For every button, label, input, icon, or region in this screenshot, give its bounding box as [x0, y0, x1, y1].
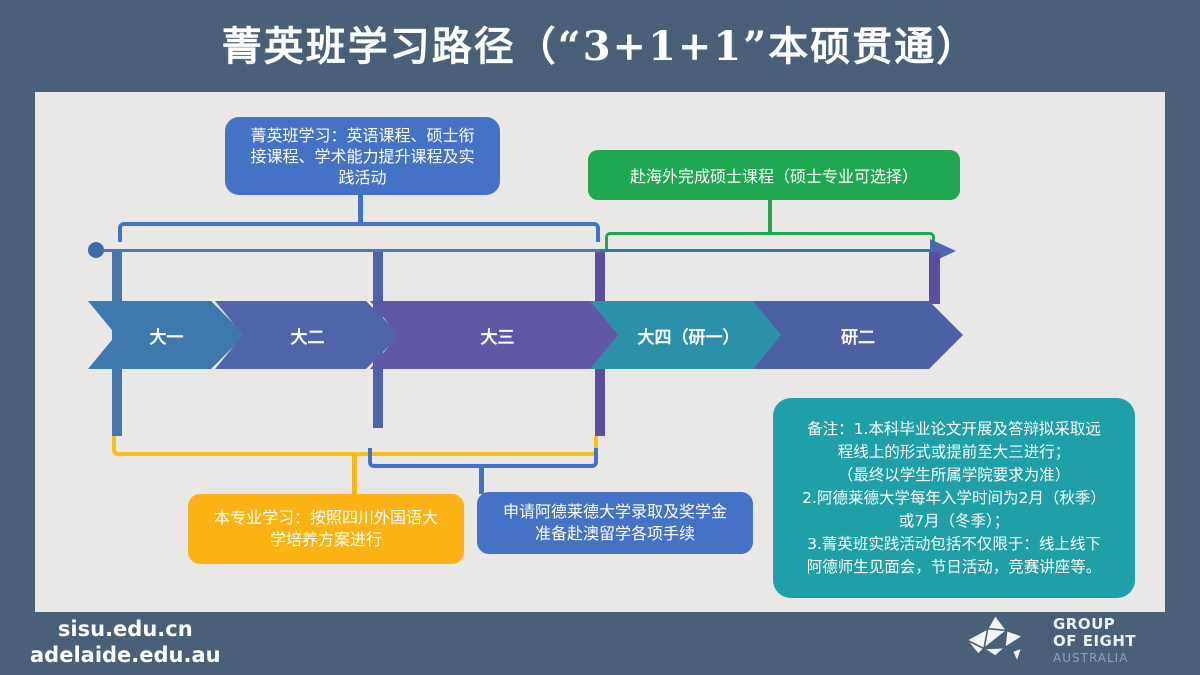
stage-chevron-masters2: 研二 — [753, 301, 963, 369]
bracket-elite-study — [118, 222, 600, 242]
logo-line-2: OF EIGHT — [1053, 631, 1137, 650]
connector-elite-study — [358, 193, 363, 224]
footer-urls: sisu.edu.cn adelaide.edu.au — [30, 617, 221, 667]
stage-label-year2: 大二 — [290, 327, 325, 348]
stage-chevron-year4: 大四（研一） — [590, 301, 787, 369]
connector-overseas-masters — [768, 198, 772, 234]
year-divider-4 — [929, 252, 940, 304]
timeline-start-dot — [88, 242, 104, 258]
timeline-line-masters — [600, 249, 932, 252]
callout-elite-study: 菁英班学习：英语课程、硕士衔 接课程、学术能力提升课程及实 践活动 — [225, 117, 500, 195]
callout-overseas-masters: 赴海外完成硕士课程（硕士专业可选择） — [588, 150, 960, 200]
stage-label-year1: 大一 — [149, 327, 184, 348]
bracket-overseas-masters — [605, 232, 935, 249]
callout-application: 申请阿德莱德大学录取及奖学金 准备赴澳留学各项手续 — [477, 492, 753, 554]
logo-line-1: GROUP — [1053, 614, 1116, 633]
stage-label-year3: 大三 — [480, 327, 515, 348]
bracket-application — [368, 448, 598, 468]
logo-text: GROUP OF EIGHT AUSTRALIA — [1053, 614, 1137, 667]
stage-chevron-year1: 大一 — [88, 301, 245, 369]
slide-title: 菁英班学习路径（“3+1+1”本硕贯通） — [221, 23, 979, 70]
connector-application — [479, 466, 484, 494]
stage-label-masters2: 研二 — [841, 327, 875, 348]
stage-chevron-year2: 大二 — [215, 301, 400, 369]
callout-major-study: 本专业学习：按照四川外国语大 学培养方案进行 — [188, 494, 464, 564]
timeline-line-undergrad — [103, 249, 600, 252]
stage-chevron-year3: 大三 — [370, 301, 625, 369]
stage-label-year4: 大四（研一） — [637, 327, 740, 348]
group-of-eight-logo: GROUP OF EIGHT AUSTRALIA — [963, 614, 1136, 668]
australia-triangles-icon — [966, 614, 1024, 663]
logo-line-3: AUSTRALIA — [1053, 650, 1129, 665]
notes-box: 备注：1.本科毕业论文开展及答辩拟采取远 程线上的形式或提前至大三进行； （最终… — [773, 398, 1135, 598]
connector-major-study — [352, 454, 357, 494]
